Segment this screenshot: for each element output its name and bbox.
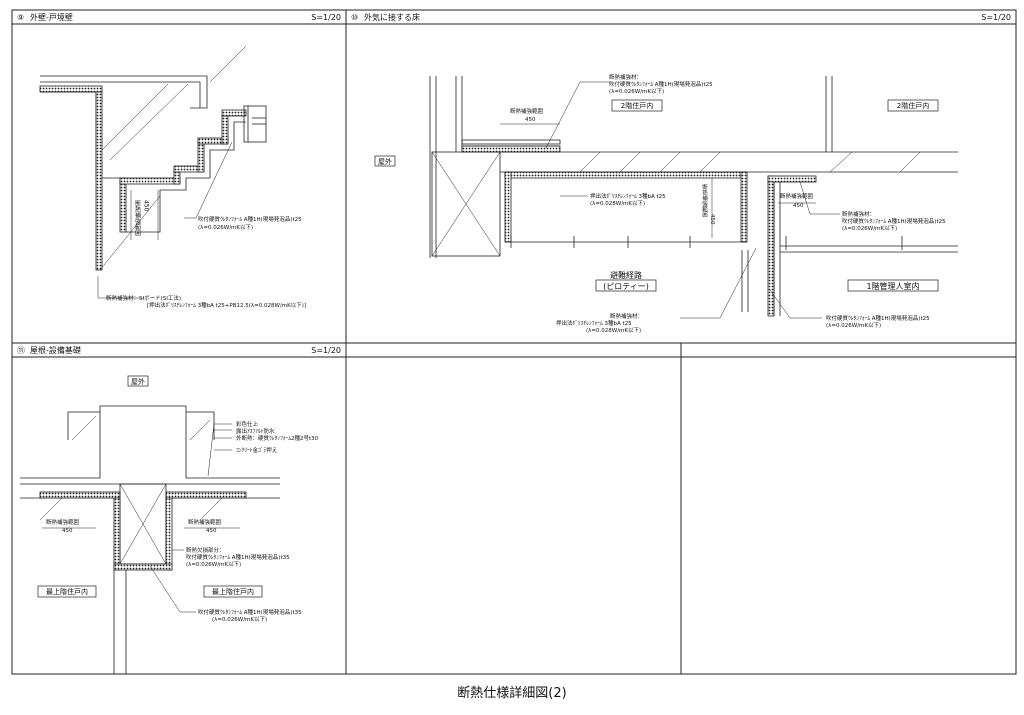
panel-9-range-value: 450 xyxy=(143,200,150,212)
panel-10-right-note-3: (λ=0.026W/mK以下) xyxy=(842,225,897,232)
panel-10-top-note-2: 吹付硬質ｳﾚﾀﾝﾌｫｰﾑ A種1H(現場発泡品)t25 xyxy=(609,80,713,88)
panel-11-title: 屋根-設備基礎 xyxy=(30,345,81,355)
panel-11-header: ⑪ 屋根-設備基礎 S=1/20 xyxy=(17,345,341,355)
panel-10-br-note-1: 吹付硬質ｳﾚﾀﾝﾌｫｰﾑ A種1H(現場発泡品)t25 xyxy=(826,314,930,322)
panel-10-unit-2-box xyxy=(611,99,663,112)
panel-9-title: 外壁-戸境壁 xyxy=(30,12,73,22)
panel-11-number: ⑪ xyxy=(17,346,25,355)
panel-10-mid-note-2: (λ=0.028W/mK以下) xyxy=(590,200,645,207)
panel-9-range-label: 断熱補強範囲 xyxy=(134,199,141,237)
panel-11-bottom-1: 吹付硬質ｳﾚﾀﾝﾌｫｰﾑ A種1H(現場発泡品)t35 xyxy=(198,608,302,616)
sheet-frame xyxy=(11,9,1017,675)
sheet-title: 断熱仕様詳細図(2) xyxy=(457,685,566,701)
panel-9-scale: S=1/20 xyxy=(311,13,341,22)
panel-9-header: ⑨ 外壁-戸境壁 S=1/20 xyxy=(17,12,341,22)
panel-9-note-2-line-1: 断熱補強材：SIボード(SI工法) xyxy=(106,294,181,302)
panel-10-range-b-value: 450 xyxy=(709,214,715,225)
panel-11-range-a-value: 450 xyxy=(62,528,73,534)
panel-11-spec-3: 外断熱：硬質ｳﾚﾀﾝﾌｫｰﾑ2種2号t30 xyxy=(236,434,319,442)
panel-9-note-1-line-1: 吹付硬質ｳﾚﾀﾝﾌｫｰﾑ A種1H(現場発泡品)t25 xyxy=(198,215,302,223)
panel-9-drawing xyxy=(39,45,267,299)
panel-10-bottom-note-1: 断熱補強材： xyxy=(610,312,643,320)
panel-11-blow-2: 吹付硬質ｳﾚﾀﾝﾌｫｰﾑ A種1H(現場発泡品)t35 xyxy=(186,553,290,561)
panel-10-range-a-value: 450 xyxy=(525,117,536,123)
panel-10-number: ⑩ xyxy=(351,13,358,22)
panel-10-evac-line-2: (ピロティー) xyxy=(603,282,649,291)
panel-11-unit-right-box xyxy=(203,585,263,598)
panel-11-unit-right-label: 最上階住戸内 xyxy=(212,587,254,596)
panel-10-right-note-2: 吹付硬質ｳﾚﾀﾝﾌｫｰﾑ A種1H(現場発泡品)t25 xyxy=(842,217,946,225)
panel-10-top-note-1: 断熱補強材： xyxy=(609,73,642,81)
panel-10-range-b-label: 断熱補強範囲 xyxy=(701,183,708,219)
panel-9-note-2-line-2: [押出法ﾎﾟﾘｽﾁﾚﾝﾌｫｰﾑ 3種bA t25+PB12.5(λ=0.028W… xyxy=(147,301,306,309)
panel-11-range-b-label: 断熱補強範囲 xyxy=(188,518,222,526)
panel-11-blow-1: 断熱欠損部分： xyxy=(186,546,225,554)
panel-10-manager-box xyxy=(847,279,939,292)
panel-11-unit-left-label: 最上階住戸内 xyxy=(46,587,88,596)
panel-11-scale: S=1/20 xyxy=(311,346,341,355)
panel-10-outdoor-box xyxy=(374,155,396,167)
panel-10-outdoor-label: 屋外 xyxy=(378,157,392,166)
panel-10-bottom-note-3: (λ=0.028W/mK以下) xyxy=(586,327,641,334)
panel-10-drawing xyxy=(429,76,958,319)
panel-10-scale: S=1/20 xyxy=(981,13,1011,22)
panel-10-mid-note-1: 押出法ﾎﾟﾘｽﾁﾚﾝﾌｫｰﾑ 3種bA t25 xyxy=(590,192,666,200)
panel-11-spec-2: 露出ｱｽﾌｧﾙﾄ防水 xyxy=(236,427,275,435)
panel-11-outdoor-label: 屋外 xyxy=(131,377,145,386)
panel-11-unit-left-box xyxy=(37,585,97,598)
panel-11-bottom-2: (λ=0.026W/mK以下) xyxy=(212,616,267,623)
panel-10-range-c-value: 450 xyxy=(793,203,804,209)
panel-11-spec-1: 彩色仕上 xyxy=(236,420,259,428)
panel-11-blow-3: (λ=0.026W/mK以下) xyxy=(186,561,241,568)
panel-10-evac-line-1: 避難経路 xyxy=(610,270,642,280)
panel-11-drawing xyxy=(20,405,280,674)
panel-10-title: 外気に接する床 xyxy=(364,12,420,22)
panel-10-evac-box xyxy=(595,279,657,292)
panel-10-manager-label: 1階管理人室内 xyxy=(866,281,919,291)
panel-10-right-note-1: 断熱補強材： xyxy=(842,210,875,218)
panel-9-number: ⑨ xyxy=(17,13,24,22)
panel-10-unit-2b-box xyxy=(887,99,939,112)
panel-11-range-b-value: 450 xyxy=(206,528,217,534)
panel-10-range-c-label: 断熱補強範囲 xyxy=(780,192,814,200)
panel-9-note-1-line-2: (λ=0.026W/mK以下) xyxy=(198,224,253,231)
panel-11-outdoor-box xyxy=(127,375,149,387)
panel-10-unit-2b-label: 2階住戸内 xyxy=(897,101,929,110)
panel-10-range-a-label: 断熱補強範囲 xyxy=(510,107,544,115)
panel-10-bottom-note-2: 押出法ﾎﾟﾘｽﾁﾚﾝﾌｫｰﾑ 3種bA t25 xyxy=(556,319,632,327)
panel-10-br-note-2: (λ=0.026W/mK以下) xyxy=(826,322,881,329)
panel-10-top-note-3: (λ=0.026W/mK以下) xyxy=(609,88,664,95)
panel-11-spec-4: ｺﾝｸﾘｰﾄ金ｺﾞﾃ押え xyxy=(236,446,277,454)
panel-10-unit-2-label: 2階住戸内 xyxy=(621,101,653,110)
panel-11-range-a-label: 断熱補強範囲 xyxy=(46,518,80,526)
panel-10-header: ⑩ 外気に接する床 S=1/20 xyxy=(351,12,1011,22)
